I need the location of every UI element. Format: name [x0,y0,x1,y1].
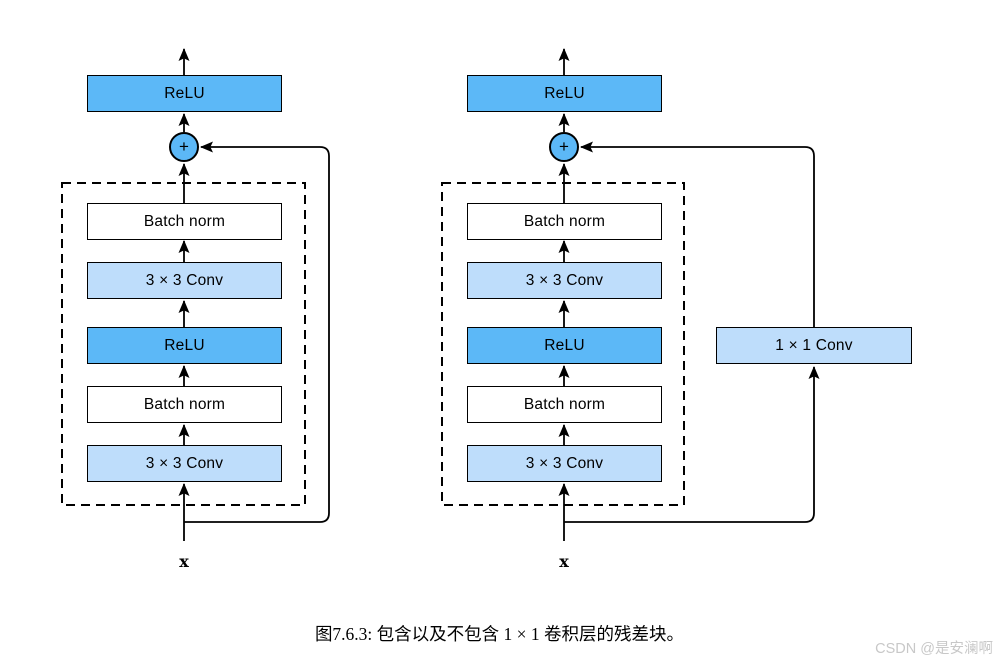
skip-connection-left [184,141,330,523]
add-node: + [169,132,199,162]
batch-norm-box: Batch norm [467,386,662,423]
skip-1x1conv-to-add-arrow [580,141,815,327]
batch-norm-box: Batch norm [467,203,662,240]
batch-norm-box: Batch norm [87,386,282,423]
output-relu-box: ReLU [87,75,282,112]
output-relu-box: ReLU [467,75,662,112]
add-node: + [549,132,579,162]
residual-body-dashed-box-right [441,182,685,506]
batch-norm-box: Batch norm [87,203,282,240]
relu-box: ReLU [87,327,282,364]
conv3x3-box: 3 × 3 Conv [87,262,282,299]
relu-box: ReLU [467,327,662,364]
conv3x3-box: 3 × 3 Conv [467,262,662,299]
conv3x3-box: 3 × 3 Conv [467,445,662,482]
figure-caption: 图7.6.3: 包含以及不包含 1 × 1 卷积层的残差块。 [314,624,685,644]
input-label: x [559,552,569,571]
conv1x1-box: 1 × 1 Conv [716,327,912,364]
conv3x3-box: 3 × 3 Conv [87,445,282,482]
skip-to-1x1conv-arrow [564,366,820,523]
csdn-watermark: CSDN @是安澜啊 [875,641,993,657]
input-label: x [179,552,189,571]
